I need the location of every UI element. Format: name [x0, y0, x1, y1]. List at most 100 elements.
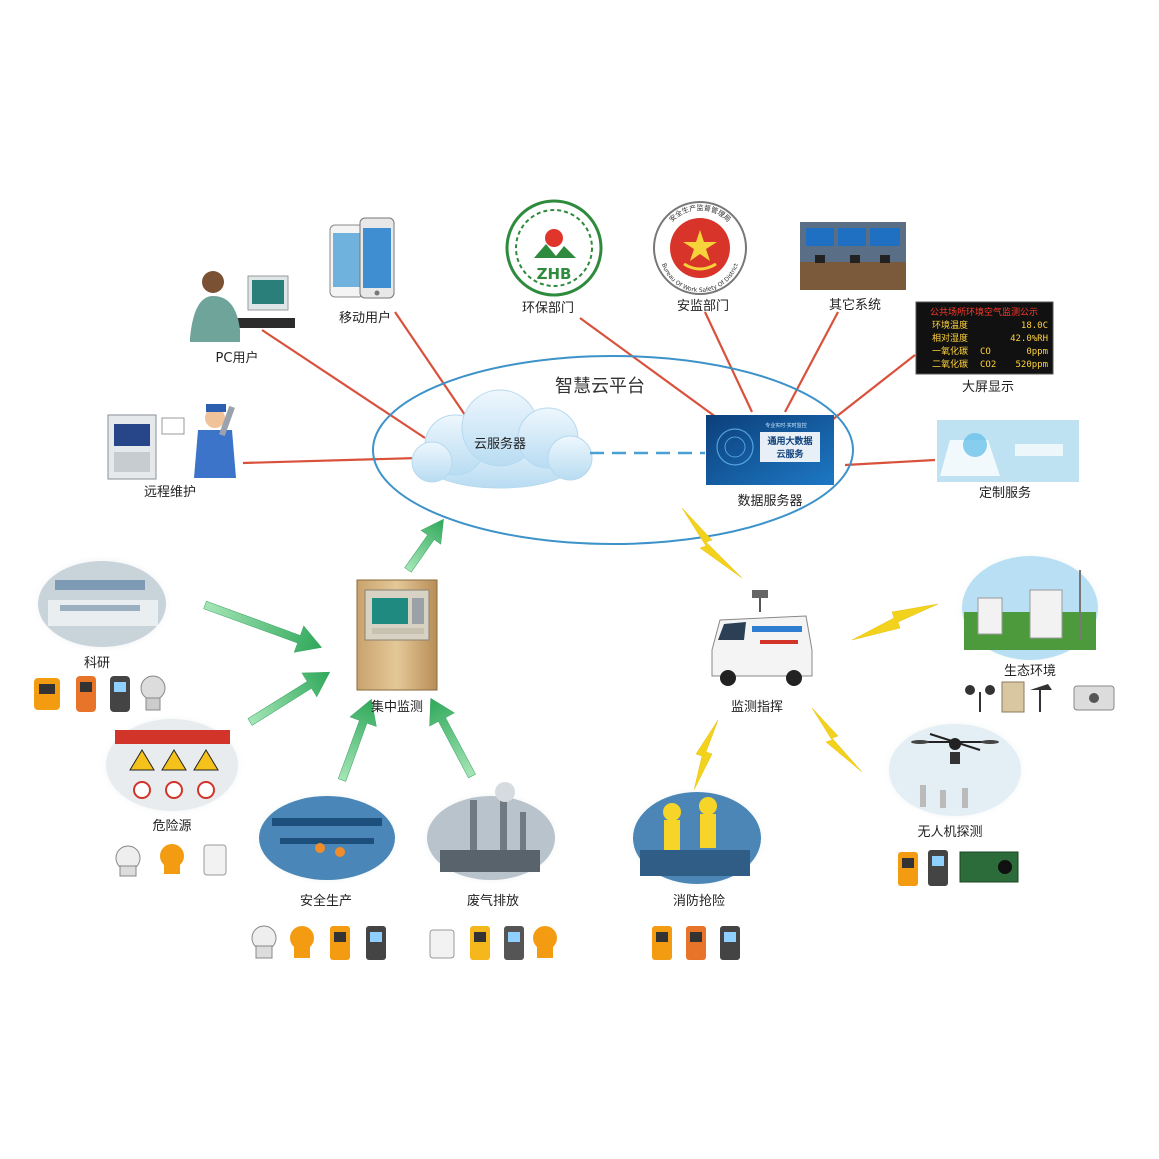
lightning-bolt-icon [852, 604, 938, 640]
safety-bureau-logo: 安全生产监督管理局 Bureau Of Work Safety Of Distr… [654, 202, 746, 294]
custom-service-node[interactable]: 定制服务 [937, 420, 1079, 501]
gas-detector-icon [533, 926, 557, 958]
led-row: 二氧化碳 CO2 520ppm [932, 358, 1048, 370]
sensor-box-icon [1074, 686, 1114, 710]
lightning-bolt-icon [694, 720, 718, 790]
arrow-cabinet-to-cloud [398, 512, 453, 577]
gas-detector-icon [898, 852, 918, 886]
ecology-node[interactable]: 生态环境 [954, 550, 1106, 679]
remote-maint-label: 远程维护 [144, 485, 196, 500]
safety-dept-node[interactable]: 安全生产监督管理局 Bureau Of Work Safety Of Distr… [654, 202, 746, 314]
link-mobile-user [395, 312, 465, 415]
research-detectors [34, 676, 165, 712]
remote-maintenance-worker [108, 404, 236, 479]
data-server[interactable]: 专业实时·实时监控 通用大数据 云服务 数据服务器 [706, 415, 834, 509]
svg-text:0ppm: 0ppm [1026, 347, 1048, 357]
drone-photo [889, 724, 1021, 816]
big-screen-node[interactable]: 公共场所环境空气监测公示 环境温度 18.0C 相对湿度 42.0%RH 一氧化… [916, 302, 1053, 395]
central-monitor-node[interactable]: 集中监测 [357, 580, 437, 715]
led-title: 公共场所环境空气监测公示 [930, 306, 1038, 318]
link-remote-maint [243, 458, 418, 463]
ecology-station-photo [962, 556, 1098, 660]
research-node[interactable]: 科研 [30, 554, 174, 671]
safe-production-detectors [252, 926, 386, 960]
mobile-user-label: 移动用户 [339, 310, 391, 326]
hazard-source-node[interactable]: 危险源 [98, 713, 246, 834]
other-systems-node[interactable]: 其它系统 [800, 222, 906, 313]
smartphone-icon [330, 218, 394, 298]
exhaust-node[interactable]: 废气排放 [419, 782, 563, 909]
custom-service-label: 定制服务 [979, 485, 1031, 501]
svg-text:一氧化碳: 一氧化碳 [932, 345, 968, 357]
gas-detector-icon [141, 676, 165, 710]
mobile-user-node[interactable]: 移动用户 [330, 218, 394, 326]
hazard-source-label: 危险源 [152, 819, 191, 834]
gas-detector-icon [290, 926, 314, 958]
weather-station-icon [1002, 682, 1024, 712]
drone-detectors [898, 850, 1018, 886]
led-display-board: 公共场所环境空气监测公示 环境温度 18.0C 相对湿度 42.0%RH 一氧化… [916, 302, 1053, 374]
svg-text:二氧化碳: 二氧化碳 [932, 358, 968, 370]
env-dept-label: 环保部门 [522, 301, 574, 316]
data-server-line2: 云服务 [776, 448, 804, 460]
other-systems-label: 其它系统 [829, 297, 881, 313]
gas-detector-icon [252, 926, 276, 958]
exhaust-label: 废气排放 [467, 893, 519, 909]
cloud-server[interactable]: 云服务器 [412, 390, 592, 488]
gas-detector-icon [76, 676, 96, 712]
env-dept-node[interactable]: ZHB 环保部门 [507, 201, 601, 316]
research-label: 科研 [84, 656, 110, 671]
gas-detector-icon [686, 926, 706, 960]
zhb-logo-text: ZHB [537, 265, 572, 283]
data-server-line1: 通用大数据 [767, 435, 812, 447]
svg-text:18.0C: 18.0C [1021, 321, 1048, 331]
pc-user-photo [190, 271, 295, 342]
gas-detector-icon [430, 930, 454, 958]
gas-detector-icon [928, 850, 948, 886]
cloud-server-label: 云服务器 [474, 436, 526, 452]
control-room-photo [800, 222, 906, 290]
safe-production-node[interactable]: 安全生产 [251, 790, 403, 909]
ecology-label: 生态环境 [1004, 664, 1056, 679]
laboratory-photo [38, 561, 166, 647]
svg-text:520ppm: 520ppm [1015, 360, 1048, 370]
link-custom-service [845, 460, 935, 465]
monitor-command-node[interactable]: 监测指挥 [712, 590, 812, 715]
lightning-bolt-icon [812, 708, 862, 772]
big-screen-label: 大屏显示 [962, 380, 1014, 395]
zhb-logo: ZHB [507, 201, 601, 295]
data-server-top-text: 专业实时·实时监控 [765, 422, 807, 429]
gas-detector-icon [366, 926, 386, 960]
fire-rescue-node[interactable]: 消防抢险 [625, 786, 769, 909]
gas-detector-icon [504, 926, 524, 960]
central-monitor-label: 集中监测 [371, 699, 423, 715]
gas-detector-icon [652, 926, 672, 960]
gas-detector-icon [204, 845, 226, 875]
pc-user-node[interactable]: PC用户 [190, 271, 295, 366]
exhaust-chimney-photo [427, 782, 555, 880]
factory-photo [259, 796, 395, 880]
firefighters-photo [633, 792, 761, 884]
safety-dept-label: 安监部门 [677, 299, 729, 314]
monitor-command-label: 监测指挥 [731, 700, 783, 715]
ecology-devices [965, 682, 1114, 712]
svg-text:42.0%RH: 42.0%RH [1010, 334, 1048, 344]
safe-production-label: 安全生产 [300, 893, 352, 909]
svg-text:环境温度: 环境温度 [932, 319, 968, 331]
drone-detect-node[interactable]: 无人机探测 [881, 718, 1029, 840]
fire-rescue-detectors [652, 926, 740, 960]
fire-rescue-label: 消防抢险 [673, 893, 725, 909]
anemometer-icon [965, 685, 995, 712]
remote-maint-node[interactable]: 远程维护 [108, 404, 236, 500]
arrow-research-to-cabinet [200, 592, 326, 661]
link-big-screen [832, 355, 915, 420]
gas-detector-icon [330, 926, 350, 960]
custom-service-laptop [937, 420, 1079, 482]
green-arrows [200, 512, 484, 784]
link-env-dept [580, 318, 720, 420]
platform-title: 智慧云平台 [555, 376, 645, 397]
arrow-hazard-to-cabinet [243, 660, 338, 734]
arrow-exhaust-to-cabinet [418, 692, 484, 783]
wind-vane-icon [1030, 684, 1052, 712]
drone-detect-label: 无人机探测 [917, 825, 982, 840]
